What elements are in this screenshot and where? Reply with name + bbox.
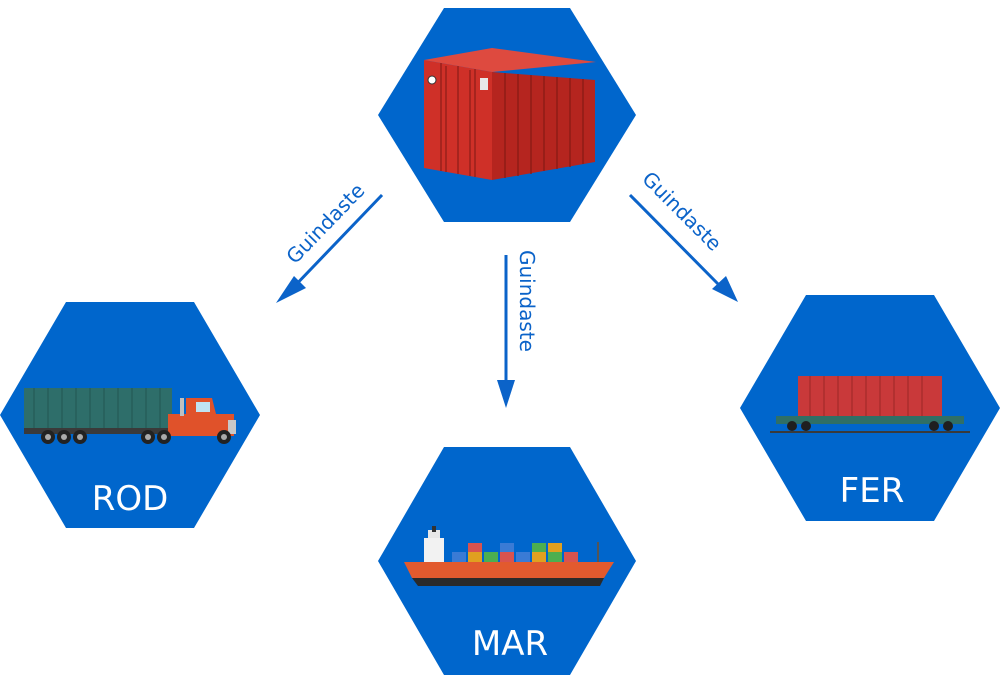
node-road: ROD bbox=[0, 302, 260, 528]
node-rail: FER bbox=[740, 295, 1000, 521]
ship-icon bbox=[404, 526, 614, 586]
edge-to-road: Guindaste bbox=[276, 178, 384, 303]
arrow-line-road bbox=[286, 193, 384, 295]
node-sea: MAR bbox=[378, 447, 636, 675]
node-container bbox=[378, 8, 636, 222]
arrowhead-sea-icon bbox=[497, 380, 515, 408]
arrowhead-rail-icon bbox=[712, 276, 738, 302]
node-label-sea: MAR bbox=[472, 624, 548, 664]
edge-to-sea: Guindaste bbox=[497, 250, 539, 408]
node-label-rail: FER bbox=[840, 471, 905, 511]
arrowhead-road-icon bbox=[276, 276, 306, 303]
rail-wagon-icon bbox=[770, 376, 970, 433]
node-label-road: ROD bbox=[92, 479, 169, 519]
truck-icon bbox=[24, 388, 236, 444]
edge-to-rail: Guindaste bbox=[628, 167, 738, 302]
shipping-container-icon bbox=[424, 48, 596, 180]
edge-label-sea: Guindaste bbox=[515, 250, 539, 352]
arrow-line-rail bbox=[628, 193, 724, 290]
edge-label-rail: Guindaste bbox=[637, 167, 726, 256]
